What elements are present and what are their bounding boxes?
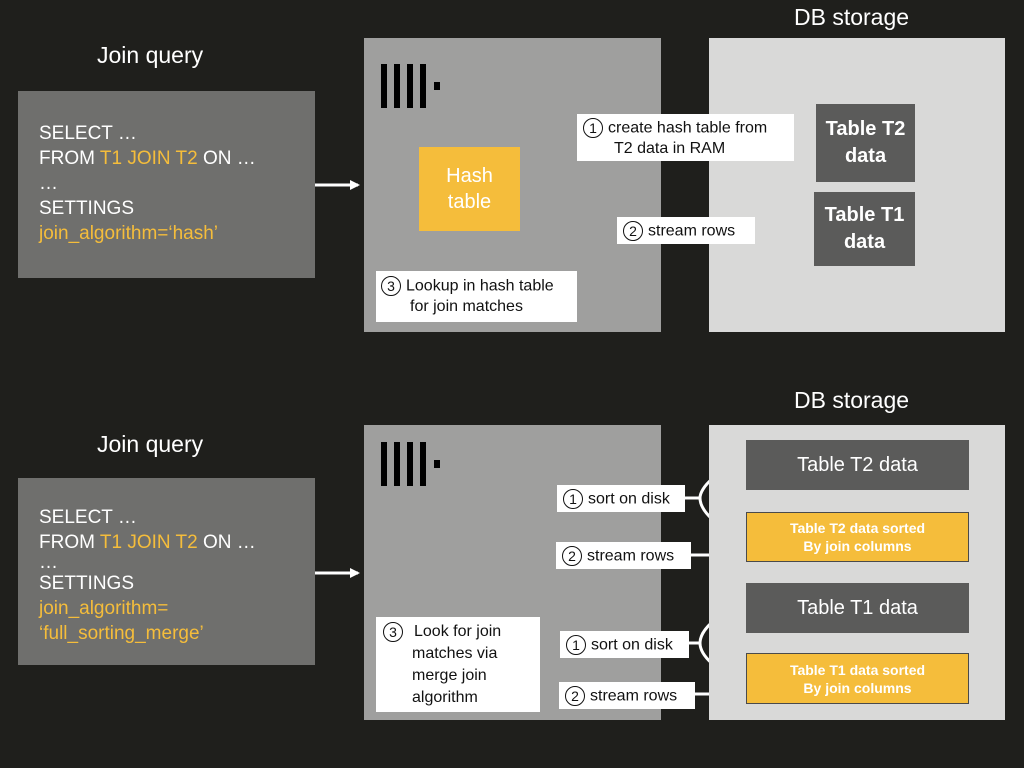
bottom-table-t2-data-box: Table T2 data xyxy=(746,440,969,490)
bottom-query-line3: … xyxy=(39,552,58,573)
bottom-query-line6: ‘full_sorting_merge’ xyxy=(39,623,204,644)
step-number-icon: 1 xyxy=(563,488,583,509)
step-number-icon: 3 xyxy=(383,622,403,642)
top-join-query-title: Join query xyxy=(97,42,204,68)
top-query-line4: SETTINGS xyxy=(39,198,135,219)
bottom-query-box: SELECT … FROM T1 JOIN T2 ON … … SETTINGS… xyxy=(18,478,315,665)
step-number-icon: 2 xyxy=(623,220,643,241)
step-number-icon: 2 xyxy=(565,685,585,706)
top-query-line2: FROM T1 JOIN T2 ON … xyxy=(39,148,256,169)
top-query-box: SELECT … FROM T1 JOIN T2 ON … … SETTINGS… xyxy=(18,91,315,278)
bottom-query-line1: SELECT … xyxy=(39,507,137,528)
top-query-line3: … xyxy=(39,173,58,194)
top-query-line1: SELECT … xyxy=(39,123,137,144)
step-number-icon: 2 xyxy=(562,545,582,566)
step-number-icon: 1 xyxy=(566,634,586,655)
bottom-table-t1-data-box: Table T1 data xyxy=(746,583,969,633)
bottom-query-line4: SETTINGS xyxy=(39,573,135,594)
bottom-query-line2: FROM T1 JOIN T2 ON … xyxy=(39,532,256,553)
bottom-query-line5: join_algorithm= xyxy=(39,598,169,619)
step-number-icon: 3 xyxy=(381,275,401,296)
top-db-storage-title: DB storage xyxy=(794,4,910,30)
top-db-storage-panel xyxy=(709,38,1005,332)
bottom-join-query-title: Join query xyxy=(97,431,204,457)
bottom-db-storage-title: DB storage xyxy=(794,387,910,413)
step-number-icon: 1 xyxy=(583,117,603,138)
top-query-line5: join_algorithm=‘hash’ xyxy=(39,223,219,244)
